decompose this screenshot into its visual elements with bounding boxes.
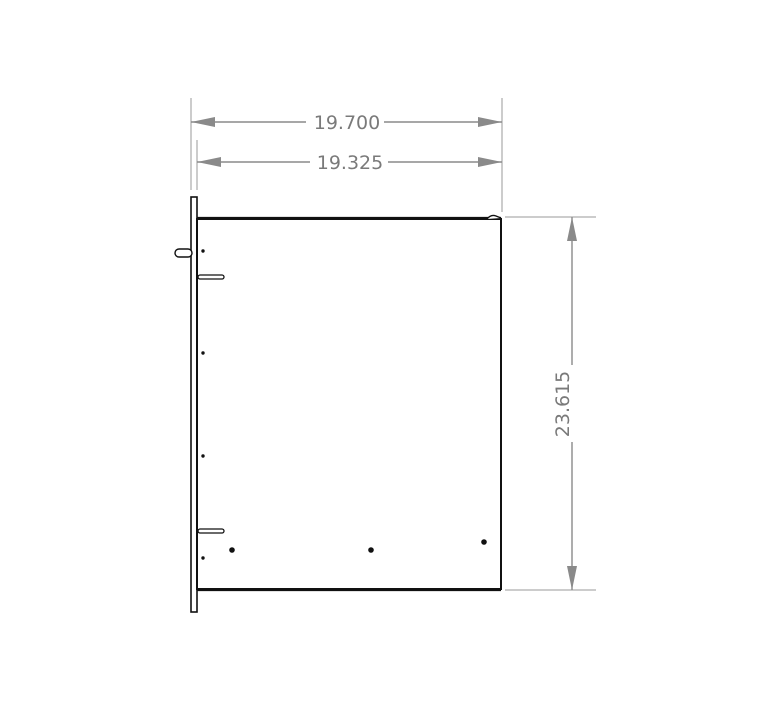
dimension-body-width: 19.325 xyxy=(196,140,502,190)
arrow-down-icon xyxy=(567,566,577,590)
arrow-up-icon xyxy=(567,217,577,241)
hole-icon xyxy=(368,547,374,553)
arrow-left-icon xyxy=(197,157,221,167)
arrow-right-icon xyxy=(478,157,502,167)
dimension-overall-width: 19.700 xyxy=(190,98,503,212)
handle-pin xyxy=(174,248,193,258)
chassis-body xyxy=(196,214,502,592)
mounting-holes xyxy=(201,249,487,560)
rail-tab-lower xyxy=(197,528,225,534)
rail-tab-upper xyxy=(197,274,225,280)
rail-tab-lower-body xyxy=(197,528,225,534)
arrow-right-icon xyxy=(478,117,502,127)
rail-tab-upper-body xyxy=(197,274,225,280)
hole-icon xyxy=(201,454,205,458)
hole-icon xyxy=(201,556,205,560)
dimension-label-body-width: 19.325 xyxy=(317,152,383,174)
chassis-outline xyxy=(196,218,502,590)
hole-icon xyxy=(201,249,205,253)
hole-icon xyxy=(481,539,487,545)
hole-icon xyxy=(201,351,205,355)
dimension-label-overall-width: 19.700 xyxy=(314,112,380,134)
dimension-height: 23.615 xyxy=(505,216,596,591)
arrow-left-icon xyxy=(191,117,215,127)
hole-icon xyxy=(229,547,235,553)
top-right-corner-detail xyxy=(486,214,502,220)
handle-pin-body xyxy=(174,248,193,258)
dimension-label-height: 23.615 xyxy=(552,371,574,437)
